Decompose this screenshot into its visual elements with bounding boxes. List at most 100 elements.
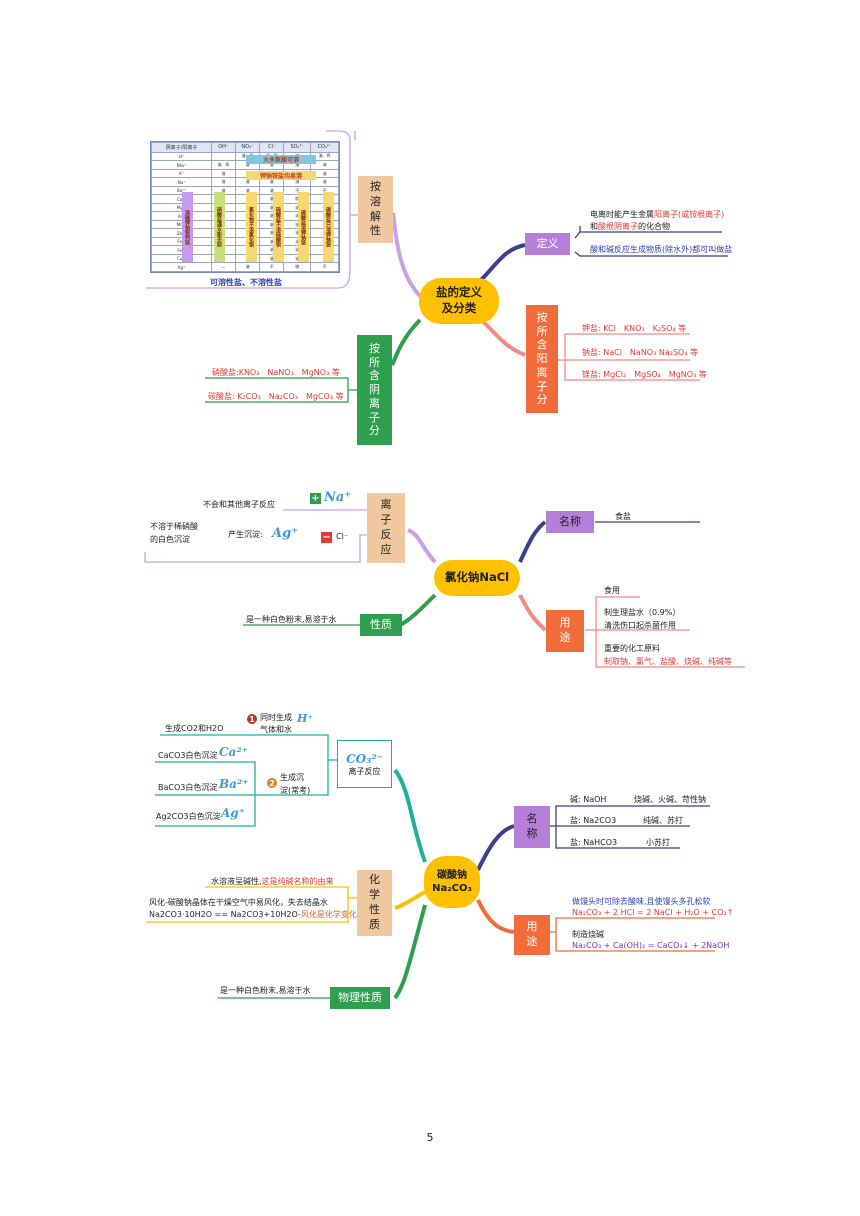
property-text: 是一种白色粉末,易溶于水 — [246, 615, 337, 624]
step-2-text1: 生成沉 — [280, 773, 304, 782]
table-cell: Ag⁺ — [151, 262, 212, 272]
table-row: Mg²⁺不溶溶溶微 — [151, 202, 339, 213]
table-cell: 微 — [283, 262, 312, 272]
ion-reaction-node[interactable]: 离子反应 — [367, 493, 405, 563]
table-cell: 溶 — [234, 262, 261, 272]
use-node-na2co3[interactable]: 用途 — [514, 915, 550, 955]
use-raw-material: 重要的化工原料 — [604, 644, 660, 653]
table-cell: 溶 — [211, 177, 236, 187]
table-cell — [211, 151, 236, 162]
name-naoh-common: 烧碱、火碱、苛性钠 — [634, 795, 706, 804]
ag-precipitate-text2: 的白色沉淀 — [150, 535, 190, 544]
central-node-salt[interactable]: 盐的定义及分类 — [419, 278, 499, 324]
use-node[interactable]: 用途 — [546, 610, 584, 652]
central-node-nacl[interactable]: 氯化钠NaCl — [434, 560, 520, 596]
physical-property-node[interactable]: 物理性质 — [330, 987, 390, 1009]
cation-node[interactable]: 按所含阳离子分 — [526, 305, 558, 413]
table-banner-acid: 大多数酸可溶 — [246, 155, 316, 164]
table-sticker-4: 硫酸盐不溶硫酸钡 — [273, 192, 284, 262]
cation-item-k: 钾盐: KCl KNO₃ K₂SO₄ 等 — [582, 324, 687, 333]
na-ion-label: Na⁺ — [324, 490, 352, 505]
table-cell: Na⁺ — [151, 177, 212, 187]
cation-item-na: 钠盐: NaCl NaNO₃ Na₂SO₄ 等 — [582, 348, 699, 357]
use-bread-equation: Na₂CO₃ + 2 HCl = 2 NaCl + H₂O + CO₂↑ — [572, 908, 734, 917]
table-sticker-3: 氯化物不溶氯化银 — [246, 192, 257, 262]
table-header-cell: 阴离子/阳离子 — [151, 142, 212, 153]
ca-ion-label: Ca²⁺ — [219, 745, 248, 759]
table-sticker-2: 硝酸盐遇水影无踪 — [214, 192, 225, 262]
table-sticker-5: 碳酸盐溶钾钠铵 — [298, 192, 309, 262]
name-na2co3-common: 纯碱、苏打 — [643, 816, 683, 825]
minus-icon: − — [321, 531, 332, 543]
page-number: 5 — [426, 1131, 434, 1144]
table-header-cell: Cl⁻ — [259, 142, 285, 153]
use-products: 制取钠、氯气、盐酸、烧碱、纯碱等 — [604, 657, 732, 666]
co2-h2o-text: 生成CO2和H2O — [165, 724, 224, 733]
table-row: Fe²⁺不溶溶溶不 — [151, 236, 339, 247]
definition-node[interactable]: 定义 — [525, 233, 570, 255]
table-row: Mn²⁺不溶溶溶不 — [151, 219, 339, 230]
table-header-cell: OH⁻ — [211, 142, 236, 153]
definition-line3: 酸和碱反应生成物质(除水外)都可叫做盐 — [590, 245, 733, 254]
table-header-cell: CO₃²⁻ — [310, 142, 339, 153]
name-nahco3: 盐: NaHCO3 — [570, 838, 618, 847]
name-node[interactable]: 名称 — [546, 511, 594, 533]
table-row: Ag⁺—溶不微不 — [151, 262, 339, 272]
ion-reaction-label: 离子反应 — [348, 766, 381, 776]
name-naoh: 碱: NaOH — [570, 795, 607, 804]
plus-icon: + — [310, 492, 321, 504]
definition-line2: 和酸根阴离子的化合物 — [590, 222, 670, 231]
anion-item-nitrate: 硝酸盐:KNO₃ NaNO₃ MgNO₃ 等 — [212, 368, 340, 377]
ag-ion-label-2: Ag⁺ — [221, 806, 246, 820]
ag2co3-text: Ag2CO3白色沉淀 — [156, 812, 221, 821]
table-sticker-1: 溶碱钾钠钡钙铵 — [182, 192, 193, 262]
use-caustic-equation: Na₂CO₃ + Ca(OH)₂ = CaCO₃↓ + 2NaOH — [572, 941, 730, 950]
property-node[interactable]: 性质 — [360, 614, 402, 636]
table-cell: 溶 — [211, 168, 236, 179]
anion-item-carbonate: 碳酸盐: K₂CO₃ Na₂CO₃ MgCO₃ 等 — [208, 392, 344, 401]
table-cell: K⁺ — [151, 168, 212, 179]
carbonate-ion-node[interactable]: CO₃²⁻ 离子反应 — [337, 740, 392, 788]
ag-precipitate-text1: 不溶于稀硝酸 — [150, 522, 198, 531]
table-row: Zn²⁺不溶溶溶不 — [151, 228, 339, 238]
chemical-property-node[interactable]: 化学性质 — [357, 870, 392, 936]
caco3-text: CaCO3白色沉淀 — [158, 751, 218, 760]
solubility-table: 阴离子/阳离子OH⁻NO₃⁻Cl⁻SO₄²⁻CO₃²⁻H⁺溶、挥溶、挥溶溶、挥N… — [150, 141, 340, 273]
anion-node[interactable]: 按所含阴离子分 — [357, 335, 392, 445]
table-cell: 不 — [259, 262, 285, 272]
use-food: 食用 — [604, 586, 620, 595]
step-1-text1: 同时生成 — [260, 713, 292, 722]
name-node-na2co3[interactable]: 名称 — [514, 806, 550, 848]
table-cell: H⁺ — [151, 151, 212, 162]
na-no-reaction-text: 不会和其他离子反应 — [203, 500, 275, 509]
solubility-caption: 可溶性盐、不溶性盐 — [210, 278, 282, 287]
ag-ion-label: Ag⁺ — [272, 526, 299, 541]
table-cell: 溶、挥 — [211, 160, 236, 170]
use-bread: 做馒头时可除去酸味,且使馒头多孔松软 — [572, 897, 711, 906]
table-cell: 不 — [310, 262, 339, 272]
ag-produce-text: 产生沉淀: — [228, 530, 263, 539]
step-1-badge: 1 — [247, 714, 257, 724]
solubility-node[interactable]: 按溶解性 — [358, 176, 393, 243]
table-header-cell: NO₃⁻ — [234, 142, 261, 153]
step-2-badge: 2 — [267, 778, 277, 788]
step-2-text2: 淀(常考) — [280, 786, 311, 795]
cl-ion-label: Cl⁻ — [336, 532, 349, 541]
carbonate-formula: CO₃²⁻ — [346, 751, 383, 766]
name-text: 食盐 — [615, 512, 631, 521]
table-header-cell: SO₄²⁻ — [283, 142, 312, 153]
table-row: Ba²⁺溶溶溶不不 — [151, 185, 339, 196]
chem-alkaline: 水溶液呈碱性,这是纯碱名称的由来 — [211, 877, 334, 886]
step-1-text2: 气体和水 — [260, 725, 292, 734]
table-sticker-6: 碳酸盐只溶钾钠铵 — [323, 192, 334, 262]
table-cell: — — [211, 262, 236, 272]
use-caustic-soda: 制造烧碱 — [572, 930, 604, 939]
chem-equation: Na2CO3·10H2O == Na2CO3+10H2O-风化是化学变化 — [149, 910, 357, 919]
name-na2co3: 盐: Na2CO3 — [570, 816, 617, 825]
table-banner-salts: 钾钠铵盐均易溶 — [246, 171, 316, 180]
